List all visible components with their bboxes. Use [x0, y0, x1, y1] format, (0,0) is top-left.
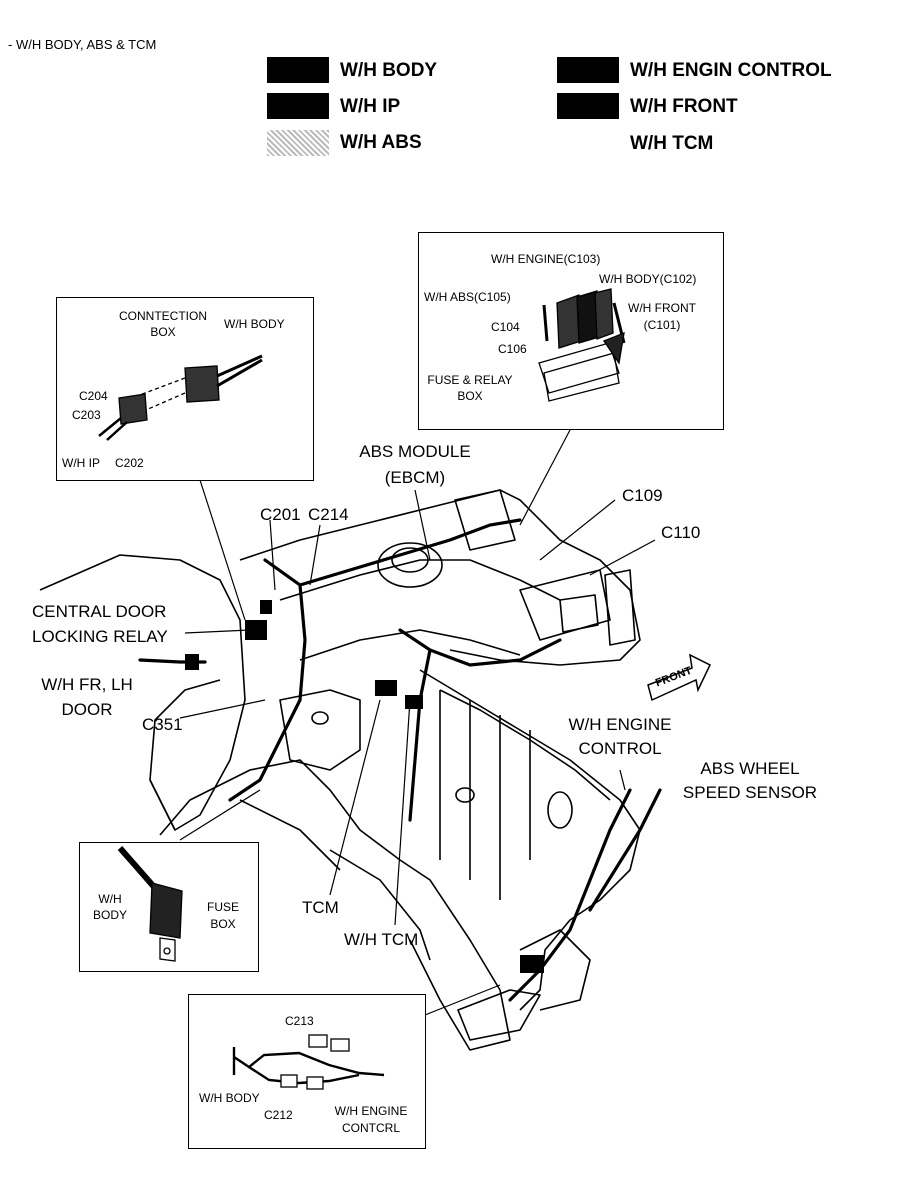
wh-fr-door-label-1: W/H FR, LH	[41, 675, 133, 694]
c203-label: C203	[72, 408, 101, 422]
bottom-connectors-drawing	[232, 1034, 385, 1090]
bottom-wh-engine-label-1: W/H ENGINE	[334, 1104, 408, 1118]
legend-swatch-body	[267, 57, 329, 83]
central-door-label-1: CENTRAL DOOR	[32, 602, 167, 621]
wh-engine-c103-label: W/H ENGINE(C103)	[491, 252, 601, 266]
fuse-relay-drawing	[538, 288, 626, 402]
inset-fuse-box: W/H BODY FUSE BOX	[79, 842, 259, 972]
legend-label-body: W/H BODY	[340, 60, 438, 81]
legend-label-tcm: W/H TCM	[630, 133, 714, 154]
bottom-wh-body-label: W/H BODY	[199, 1091, 260, 1105]
fuse-box-label-1: FUSE	[206, 900, 239, 914]
inset-fuse-relay-box: W/H ENGINE(C103) W/H BODY(C102) W/H ABS(…	[418, 232, 724, 430]
wh-engine-control-label-2: CONTROL	[578, 739, 662, 758]
c110-label: C110	[661, 523, 701, 542]
fuse-box-wh-label-2: BODY	[92, 908, 127, 922]
c201-label: C201	[260, 505, 301, 524]
c104-label: C104	[491, 320, 520, 334]
legend-label-front: W/H FRONT	[630, 96, 738, 117]
fuse-relay-label-1: FUSE & RELAY	[427, 373, 513, 387]
fuse-box-label-2: BOX	[210, 917, 236, 931]
c202-label: C202	[115, 456, 144, 470]
wh-abs-c105-label: W/H ABS(C105)	[424, 290, 511, 304]
fuse-box-drawing	[117, 846, 183, 962]
fuse-box-wh-label-1: W/H	[98, 892, 122, 906]
c212-label: C212	[264, 1108, 293, 1122]
connection-box-drawing	[98, 354, 263, 441]
legend-swatch-abs	[267, 130, 329, 156]
wh-body-c102-label: W/H BODY(C102)	[599, 272, 697, 286]
fuse-relay-label-2: BOX	[457, 389, 483, 403]
legend-label-abs: W/H ABS	[340, 132, 422, 153]
ebcm-label: (EBCM)	[384, 468, 446, 487]
central-door-label-2: LOCKING RELAY	[32, 627, 168, 646]
legend-label-ip: W/H IP	[340, 96, 401, 117]
abs-wheel-label-2: SPEED SENSOR	[682, 783, 818, 802]
wh-front-label-1: W/H FRONT	[628, 301, 696, 315]
c213-label: C213	[285, 1014, 314, 1028]
inset-wh-ip-label: W/H IP	[62, 456, 100, 470]
legend-label-engine: W/H ENGIN CONTROL	[630, 60, 832, 81]
legend-swatch-front	[557, 93, 619, 119]
tcm-label: TCM	[302, 898, 339, 917]
connection-box-label-2: BOX	[150, 325, 176, 339]
c106-label: C106	[498, 342, 527, 356]
connection-box-label-1: CONNTECTION	[119, 309, 207, 323]
inset-bottom-connectors: C213 W/H BODY C212 W/H ENGINE CONTCRL	[188, 994, 426, 1149]
abs-wheel-label-1: ABS WHEEL	[700, 759, 800, 778]
legend-swatch-engine	[557, 57, 619, 83]
page-title: - W/H BODY, ABS & TCM	[8, 37, 157, 52]
wh-engine-control-label-1: W/H ENGINE	[568, 715, 672, 734]
legend-swatch-ip	[267, 93, 329, 119]
c214-label: C214	[308, 505, 349, 524]
front-arrow	[647, 653, 711, 702]
bottom-wh-engine-label-2: CONTCRL	[341, 1121, 400, 1135]
wh-fr-door-label-2: DOOR	[61, 700, 113, 719]
wh-tcm-label: W/H TCM	[344, 930, 419, 949]
abs-module-label: ABS MODULE	[359, 442, 471, 461]
wh-front-label-2: (C101)	[643, 318, 681, 332]
inset-connection-box: CONNTECTION BOX W/H BODY C204 C203 W/H I…	[56, 297, 314, 481]
c109-label: C109	[622, 486, 663, 505]
c204-label: C204	[79, 389, 108, 403]
c351-label: C351	[142, 715, 183, 734]
inset-wh-body-label: W/H BODY	[224, 317, 285, 331]
